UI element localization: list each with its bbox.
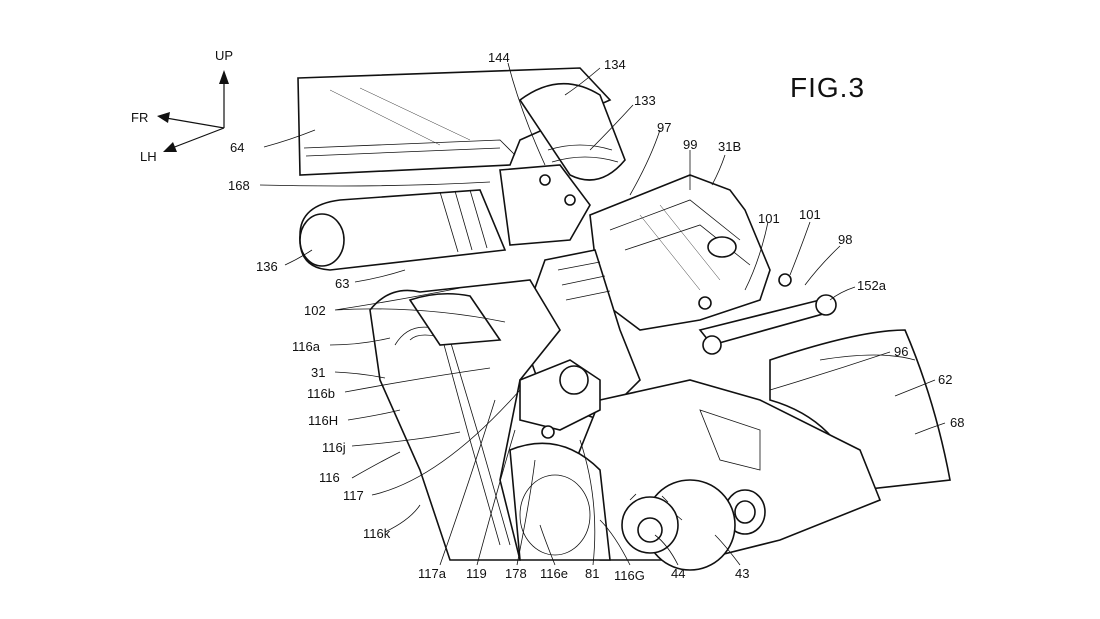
label-136: 136 xyxy=(256,259,278,274)
label-64: 64 xyxy=(230,140,245,155)
label-133: 133 xyxy=(634,93,656,108)
label-152a: 152a xyxy=(857,278,886,293)
bracket xyxy=(499,164,591,246)
label-116j: 116j xyxy=(322,440,346,455)
label-116b: 116b xyxy=(307,386,335,401)
label-116H: 116H xyxy=(308,413,339,428)
label-168: 168 xyxy=(228,178,250,193)
sensor-unit xyxy=(519,359,601,439)
label-117a: 117a xyxy=(418,566,446,581)
intake-tube xyxy=(518,82,626,181)
label-98: 98 xyxy=(838,232,853,247)
intake-duct xyxy=(299,189,507,271)
label-116: 116 xyxy=(319,470,340,485)
label-119: 119 xyxy=(466,566,487,581)
label-63: 63 xyxy=(335,276,350,291)
pipe xyxy=(698,273,837,355)
label-144: 144 xyxy=(488,50,510,65)
belt-cover xyxy=(369,279,561,561)
label-101-right: 101 xyxy=(799,207,821,222)
label-43: 43 xyxy=(735,566,750,581)
frame xyxy=(769,329,951,491)
axis-front-label: FR xyxy=(131,110,149,125)
label-117: 117 xyxy=(343,488,364,503)
label-31: 31 xyxy=(311,365,326,380)
cylinder-head-cover xyxy=(589,174,771,331)
label-116e: 116e xyxy=(540,566,568,581)
orientation-arrows xyxy=(157,70,229,152)
label-81: 81 xyxy=(585,566,600,581)
label-101-left: 101 xyxy=(758,211,780,226)
label-116k: 116k xyxy=(363,526,391,541)
label-44: 44 xyxy=(671,566,686,581)
label-68: 68 xyxy=(950,415,965,430)
label-62: 62 xyxy=(938,372,953,387)
label-97: 97 xyxy=(657,120,672,135)
label-102: 102 xyxy=(304,303,326,318)
label-116a: 116a xyxy=(292,339,320,354)
label-116G: 116G xyxy=(614,568,645,583)
label-134: 134 xyxy=(604,57,626,72)
rear-case xyxy=(509,442,611,561)
label-178: 178 xyxy=(505,566,527,581)
label-31B: 31B xyxy=(718,139,742,154)
label-99: 99 xyxy=(683,137,698,152)
leader-lines xyxy=(259,62,946,566)
label-96: 96 xyxy=(894,344,909,359)
figure-title: FIG.3 xyxy=(790,72,866,103)
axis-left-label: LH xyxy=(140,149,157,164)
axis-up-label: UP xyxy=(215,48,234,63)
